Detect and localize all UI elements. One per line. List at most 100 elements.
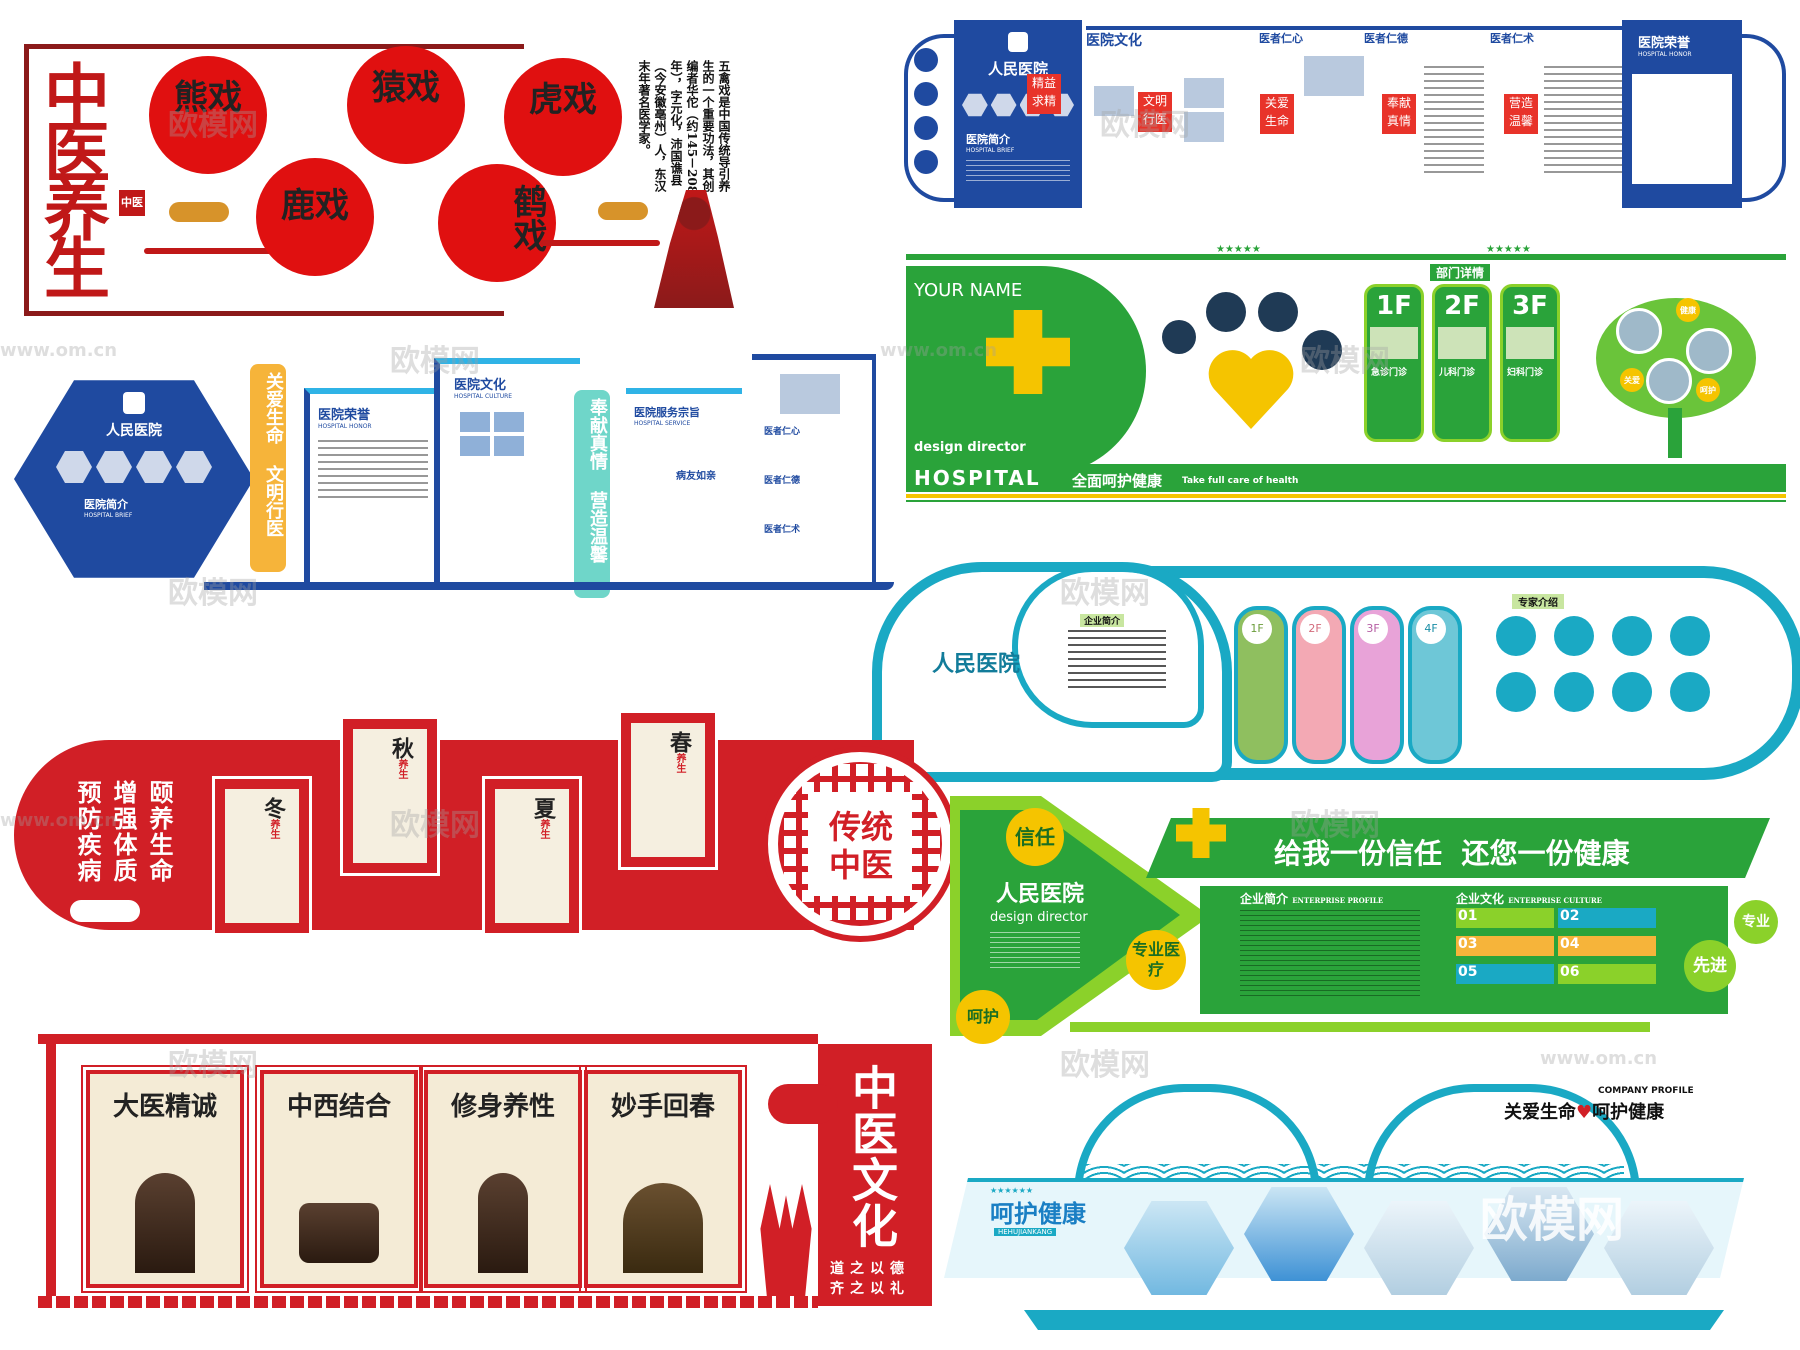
honor-board: 医院荣誉 HOSPITAL HONOR [1622,20,1742,208]
slogan-column-1: 颐养生命 [145,780,174,884]
headline: 给我一份信任 还您一份健康 [1274,837,1630,870]
floor-pill-1: 1F [1234,606,1288,764]
culture-item: 03 [1456,936,1554,956]
base-line [204,582,894,590]
intro-board: 人民医院 医院简介 HOSPITAL BRIEF [954,20,1082,208]
avatar [1612,616,1652,656]
heart-icon [914,116,938,140]
hospital-name: 人民医院 [996,881,1085,907]
profile-label: 企业简介 ENTERPRISE PROFILE [1240,892,1384,906]
culture-board: 医院文化 HOSPITAL CULTURE [434,358,580,590]
stars-left: ★★★★★ [1216,244,1261,255]
culture-card-1: 大医精诚 [81,1065,249,1293]
watermark-large: 欧模网 [1480,1192,1625,1248]
sub-board: 医者仁心 医者仁德 医者仁术 [752,354,876,584]
headline-bar [1146,818,1770,878]
bottom-strip [1070,1022,1650,1032]
stethoscope-icon [914,82,938,106]
season-card-autumn: 秋养生 [340,716,440,876]
slogan: 关爱生命♥呵护健康 [1504,1102,1665,1123]
tooth-icon [914,48,938,72]
slogan: 全面呵护健康 [1072,472,1163,490]
white-line [906,500,1786,502]
panel-care-health: COMPANY PROFILE 关爱生命♥呵护健康 ★★★★★★ 呵护健康 HE… [944,1074,1794,1344]
stethoscope-icon [1206,292,1246,332]
slogan-column-3: 预防疾病 [73,780,102,884]
flask-icon [1162,320,1196,354]
design-director: design director [914,440,1026,455]
right-cap [1742,34,1786,202]
left-cap [904,34,960,202]
top-bar [906,254,1786,260]
floor-card-2: 2F 儿科门诊 [1432,284,1492,442]
red-ribbon [144,248,324,254]
hospital-name: 人民医院 [932,651,1021,677]
company-profile: COMPANY PROFILE [1598,1086,1694,1096]
panel-tcm-wellness: 中医养生 中医 熊戏 猿戏 虎戏 鹿戏 鹤戏 五禽戏是中国传统导引养生的一个重要… [24,40,874,316]
red-ribbon [540,240,660,246]
title: 呵护健康 [990,1199,1086,1228]
avatar [1612,672,1652,712]
cloud-icon [598,202,648,220]
avatar [1554,616,1594,656]
trust-badge: 信任 [1006,808,1064,866]
cross-icon [123,392,145,414]
culture-list: 01 02 03 04 05 06 [1456,908,1656,984]
section-title: 医者仁心 [1259,32,1303,45]
syringe-icon [1258,292,1298,332]
service-board: 医院服务宗旨 HOSPITAL SERVICE 病友如亲 [626,388,742,590]
honor-board: 医院荣誉 HOSPITAL HONOR [304,388,436,584]
icon-column [914,48,940,174]
title-board [818,1044,932,1306]
badge-text: 传统中医 [828,808,893,884]
team-label: 专家介绍 [1512,594,1564,609]
badge-care: 呵护 [956,990,1010,1044]
game-circle-bear: 熊戏 [149,56,267,174]
badge-advanced: 先进 [1684,940,1736,992]
bottom-bar [906,464,1786,492]
hua-tuo-figure [654,190,734,308]
panel-hospital-hexagon: 人民医院 医院简介 HOSPITAL BRIEF 关爱生命 文明行医 医院荣誉 … [14,350,894,600]
floor-pill-3: 3F [1350,606,1404,764]
heart-shape [1012,566,1204,728]
floor-card-1: 1F 急诊门诊 [1364,284,1424,442]
tree-graphic: 健康 关爱 呵护 [1586,268,1766,458]
left-post [46,1044,56,1304]
panel-tcm-culture: 大医精诚 中西结合 修身养性 妙手回春 中医文化 道之以德 齐之以礼 [38,1034,942,1310]
avatar [1670,672,1710,712]
game-circle-deer: 鹿戏 [256,158,374,276]
game-circle-tiger: 虎戏 [504,58,622,176]
photo [1184,78,1224,108]
slogan-en: Take full care of health [1182,476,1299,486]
tree-decor [760,1184,812,1296]
slogan-tag: 文明行医 [1138,92,1172,132]
vertical-slogan-2: 奉献真情 营造温馨 [574,390,610,598]
title-sub: HEHUJIANKANG [994,1228,1057,1236]
frame-top-line [24,44,524,49]
season-card-winter: 冬养生 [212,776,312,936]
motto-2: 齐之以礼 [830,1281,910,1297]
culture-label: 企业文化 ENTERPRISE CULTURE [1456,892,1602,906]
slogan-tag: 精益求精 [1027,74,1061,114]
intro-text [990,932,1080,972]
culture-item: 02 [1558,908,1656,928]
slogan-column-2: 增强体质 [109,780,138,884]
photo [1184,112,1224,142]
section-title: 医者仁德 [1364,32,1408,45]
intro-text [1068,630,1166,690]
panel-title: 中医养生 [33,60,111,292]
culture-item: 06 [1558,964,1656,984]
your-name: YOUR NAME [914,280,1023,301]
panel-hospital-blue: 人民医院 医院简介 HOSPITAL BRIEF 精益求精 医院文化 文明行医 … [904,16,1786,212]
poem-text: 五禽戏是中国传统导引养生的一个重要功法，其创编者华佗（约145－208年），字元… [637,60,731,195]
floor-card-3: 3F 妇科门诊 [1500,284,1560,442]
game-circle-monkey: 猿戏 [347,46,465,164]
floor-pill-2: 2F [1292,606,1346,764]
stars-right: ★★★★★ [1486,244,1531,255]
intro-label: 企业简介 [1080,614,1125,627]
game-circle-crane: 鹤戏 [438,164,556,282]
slogan-tag: 关爱生命 [1260,94,1294,134]
panel-traditional-tcm: 颐养生命 增强体质 预防疾病 秋养生 冬养生 夏养生 春养生 传统中医 [14,710,966,980]
intro-hexagon: 人民医院 医院简介 HOSPITAL BRIEF [14,380,254,578]
season-card-spring: 春养生 [618,710,718,870]
